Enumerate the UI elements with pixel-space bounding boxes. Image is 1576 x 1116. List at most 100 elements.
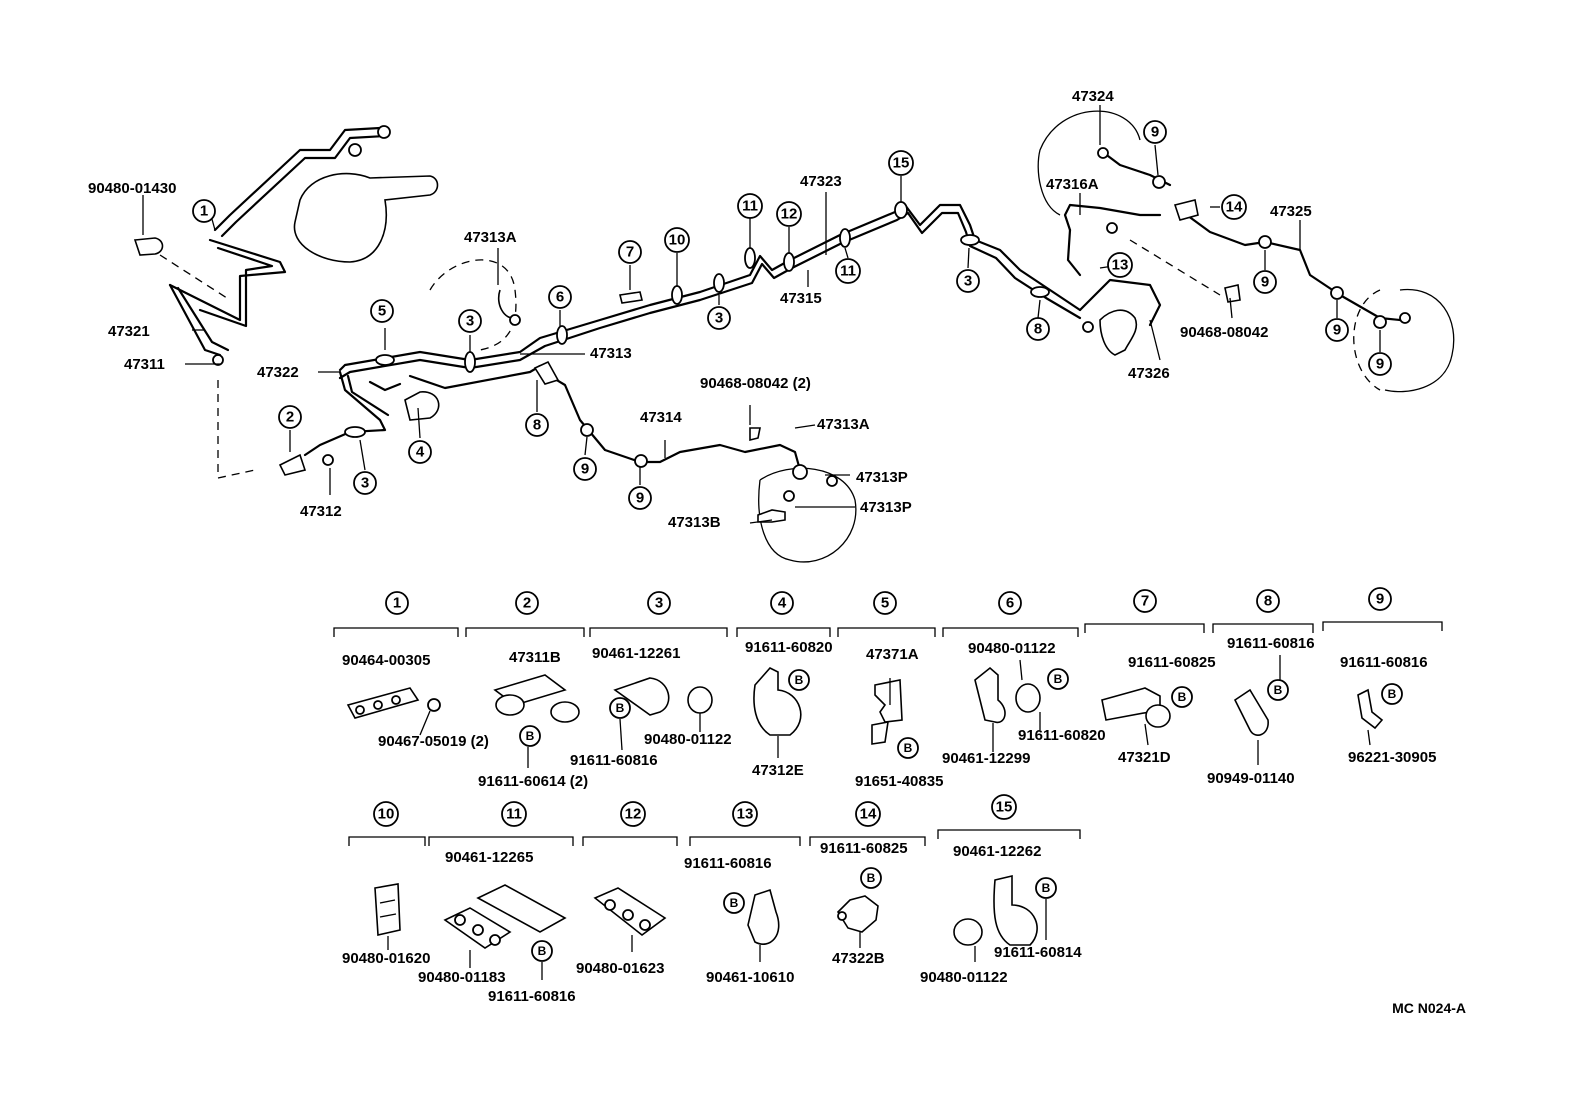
part-90949-01140: 90949-01140 bbox=[1207, 770, 1295, 787]
svg-text:1: 1 bbox=[393, 595, 401, 612]
part-90480-01623: 90480-01623 bbox=[576, 960, 664, 977]
label-47313: 47313 bbox=[590, 345, 632, 362]
part-91611-60820-g6: 91611-60820 bbox=[1018, 727, 1106, 744]
bolt-b-icon: B bbox=[1178, 690, 1187, 704]
label-47313b: 47313B bbox=[668, 514, 721, 531]
callout-9: 9 bbox=[1368, 352, 1392, 376]
svg-text:11: 11 bbox=[840, 263, 856, 280]
top-labels: 90480-01430 47321 47311 47322 47312 4731… bbox=[88, 88, 1312, 531]
svg-text:13: 13 bbox=[737, 806, 754, 823]
part-91611-60825-g14: 91611-60825 bbox=[820, 840, 908, 857]
group-15: 15 90461-12262 B 91611-60814 90480-01122 bbox=[920, 794, 1082, 986]
callout-11: 11 bbox=[737, 193, 763, 219]
callout-9: 9 bbox=[1253, 270, 1277, 294]
callout-14: 14 bbox=[1221, 194, 1247, 220]
part-91611-60816-g9: 91611-60816 bbox=[1340, 654, 1428, 671]
svg-text:2: 2 bbox=[523, 595, 531, 612]
part-47371a: 47371A bbox=[866, 646, 919, 663]
svg-text:15: 15 bbox=[893, 155, 910, 172]
svg-text:9: 9 bbox=[1376, 356, 1384, 373]
label-47322: 47322 bbox=[257, 364, 299, 381]
label-90480-01430: 90480-01430 bbox=[88, 180, 176, 197]
diagram-code: MC N024-A bbox=[1392, 1000, 1466, 1016]
part-91611-60816-g13: 91611-60816 bbox=[684, 855, 772, 872]
part-47321d: 47321D bbox=[1118, 749, 1171, 766]
callout-4: 4 bbox=[408, 440, 432, 464]
svg-text:1: 1 bbox=[200, 203, 208, 220]
group-12: 12 90480-01623 bbox=[576, 801, 678, 977]
label-47313p-1: 47313P bbox=[856, 469, 908, 486]
callout-1: 1 bbox=[192, 199, 216, 223]
callout-15: 15 bbox=[888, 150, 914, 176]
callout-9: 9 bbox=[573, 457, 597, 481]
part-91611-60816: 91611-60816 bbox=[570, 752, 658, 769]
svg-text:14: 14 bbox=[860, 806, 877, 823]
part-90480-01122: 90480-01122 bbox=[644, 731, 732, 748]
group-4: 4 91611-60820 B 47312E bbox=[736, 591, 833, 779]
label-47314: 47314 bbox=[640, 409, 682, 426]
svg-text:10: 10 bbox=[669, 232, 686, 249]
svg-text:9: 9 bbox=[1376, 591, 1384, 608]
svg-text:8: 8 bbox=[1264, 593, 1272, 610]
part-90480-01122-g6: 90480-01122 bbox=[968, 640, 1056, 657]
group-8: 8 91611-60816 B 90949-01140 bbox=[1207, 589, 1315, 787]
callout-13: 13 bbox=[1107, 252, 1133, 278]
bolt-b-icon: B bbox=[904, 741, 913, 755]
bolt-b-icon: B bbox=[526, 729, 535, 743]
label-47325: 47325 bbox=[1270, 203, 1312, 220]
label-90468-08042-2: 90468-08042 (2) bbox=[700, 375, 811, 392]
svg-text:12: 12 bbox=[781, 206, 798, 223]
part-90461-12265: 90461-12265 bbox=[445, 849, 533, 866]
group-10: 10 90480-01620 bbox=[342, 801, 430, 967]
group-7: 7 91611-60825 B 47321D bbox=[1084, 589, 1216, 766]
part-91611-60814: 91611-60814 bbox=[994, 944, 1082, 961]
svg-text:13: 13 bbox=[1112, 257, 1129, 274]
callout-3: 3 bbox=[956, 269, 980, 293]
part-47312e: 47312E bbox=[752, 762, 804, 779]
callout-7: 7 bbox=[618, 240, 642, 264]
group-1: 1 90464-00305 90467-05019 (2) bbox=[333, 591, 489, 750]
part-47311b: 47311B bbox=[509, 649, 561, 666]
part-90480-01620: 90480-01620 bbox=[342, 950, 430, 967]
pipe-assembly bbox=[133, 105, 1455, 563]
label-47313a-right: 47313A bbox=[817, 416, 870, 433]
label-47323: 47323 bbox=[800, 173, 842, 190]
label-47313a-top: 47313A bbox=[464, 229, 517, 246]
callout-6: 6 bbox=[548, 285, 572, 309]
svg-text:4: 4 bbox=[416, 444, 425, 461]
part-91611-60614-2: 91611-60614 (2) bbox=[478, 773, 588, 790]
label-47321: 47321 bbox=[108, 323, 150, 340]
part-91611-60816-g11: 91611-60816 bbox=[488, 988, 576, 1005]
part-90461-12299: 90461-12299 bbox=[942, 750, 1030, 767]
svg-text:7: 7 bbox=[1141, 593, 1149, 610]
callout-2: 2 bbox=[278, 405, 302, 429]
part-91651-40835: 91651-40835 bbox=[855, 773, 943, 790]
svg-text:10: 10 bbox=[378, 806, 395, 823]
callout-8: 8 bbox=[525, 413, 549, 437]
bolt-b-icon: B bbox=[538, 944, 547, 958]
group-6: 6 90480-01122 B 91611-60820 90461-12299 bbox=[942, 591, 1106, 767]
group-14: 14 91611-60825 B 47322B bbox=[809, 801, 926, 967]
bolt-b-icon: B bbox=[867, 871, 876, 885]
top-callouts: 1 2 3 3 3 3 4 5 6 7 8 8 9 9 9 9 9 9 10 1… bbox=[192, 120, 1392, 510]
svg-text:8: 8 bbox=[533, 417, 541, 434]
group-2: 2 47311B B 91611-60614 (2) bbox=[465, 591, 588, 790]
callout-3: 3 bbox=[353, 471, 377, 495]
svg-text:2: 2 bbox=[286, 409, 294, 426]
bolt-b-icon: B bbox=[795, 673, 804, 687]
callout-9: 9 bbox=[1325, 318, 1349, 342]
svg-text:5: 5 bbox=[881, 595, 889, 612]
group-13: 13 91611-60816 B 90461-10610 bbox=[684, 801, 801, 986]
svg-text:15: 15 bbox=[996, 799, 1013, 816]
label-47324: 47324 bbox=[1072, 88, 1114, 105]
callout-9: 9 bbox=[628, 486, 652, 510]
svg-text:11: 11 bbox=[742, 198, 758, 215]
bolt-b-icon: B bbox=[616, 701, 625, 715]
group-3: 3 90461-12261 B 91611-60816 90480-01122 bbox=[570, 591, 732, 769]
part-90461-10610: 90461-10610 bbox=[706, 969, 794, 986]
callout-9: 9 bbox=[1143, 120, 1167, 144]
group-11: 11 90461-12265 B 90480-01183 91611-60816 bbox=[418, 801, 576, 1005]
label-47311: 47311 bbox=[124, 356, 165, 373]
label-47315: 47315 bbox=[780, 290, 822, 307]
svg-text:6: 6 bbox=[556, 289, 564, 306]
